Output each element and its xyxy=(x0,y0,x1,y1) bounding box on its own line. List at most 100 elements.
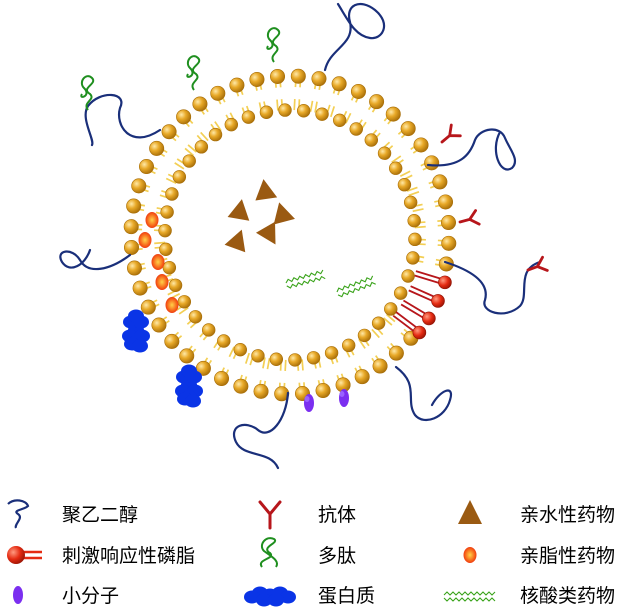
protein xyxy=(122,309,150,353)
legend-label-protein: 蛋白质 xyxy=(318,585,375,607)
inner-head xyxy=(306,351,321,365)
outer-head xyxy=(369,94,385,110)
inner-head xyxy=(202,323,216,337)
responsive-phospholipid xyxy=(392,311,427,340)
inner-head xyxy=(324,346,339,360)
inner-head xyxy=(397,178,412,192)
inner-head xyxy=(349,122,363,136)
inner-head xyxy=(371,316,386,330)
inner-head xyxy=(233,342,247,357)
hydrophilic-drug xyxy=(224,229,246,253)
inner-head xyxy=(224,117,239,132)
inner-head xyxy=(158,223,172,238)
inner-head xyxy=(194,140,209,154)
inner-head xyxy=(160,205,174,219)
outer-head xyxy=(438,194,454,210)
peg-chain xyxy=(426,128,517,171)
legend-label-small: 小分子 xyxy=(62,585,119,607)
legend-label-nucleic: 核酸类药物 xyxy=(520,585,615,607)
inner-head xyxy=(364,133,378,147)
outer-head xyxy=(140,299,156,315)
responsive-phospholipid xyxy=(414,270,452,290)
outer-head xyxy=(149,140,165,156)
hydrophilic-drug xyxy=(227,199,250,221)
nucleic-acid-drug xyxy=(285,269,326,289)
responsive-phospholipid xyxy=(408,285,445,308)
triangle-icon xyxy=(458,500,482,524)
inner-head xyxy=(278,103,292,117)
inner-head xyxy=(357,328,372,343)
inner-head xyxy=(407,213,421,228)
inner-head xyxy=(159,242,173,257)
oval-drug-icon xyxy=(463,547,477,563)
peg-chain xyxy=(323,2,386,72)
outer-head xyxy=(151,317,167,333)
inner-head xyxy=(406,251,420,265)
outer-head xyxy=(161,124,177,140)
outer-head xyxy=(210,85,226,101)
legend-label-responsive: 刺激响应性磷脂 xyxy=(62,545,195,567)
small-molecule xyxy=(304,394,314,412)
lipophilic-drug xyxy=(138,232,152,248)
lipophilic-drug xyxy=(145,212,159,228)
outer-head xyxy=(138,159,154,175)
protein xyxy=(175,364,203,408)
outer-head xyxy=(350,83,366,99)
inner-head xyxy=(333,113,347,128)
outer-head xyxy=(372,358,388,374)
inner-head xyxy=(208,127,223,142)
outer-head xyxy=(123,239,139,255)
inner-head xyxy=(269,352,284,366)
antibody xyxy=(458,209,481,226)
outer-head xyxy=(432,174,448,190)
peg-chain xyxy=(233,391,290,470)
outer-head xyxy=(164,333,180,349)
antibody xyxy=(440,123,462,144)
outer-head xyxy=(126,260,142,276)
lipid-bilayer xyxy=(123,68,457,402)
outer-head xyxy=(400,121,416,137)
antibody-icon xyxy=(258,500,282,530)
inner-head xyxy=(384,302,398,316)
peptide xyxy=(80,75,95,111)
inner-head xyxy=(168,278,183,292)
outer-head xyxy=(131,178,147,194)
inner-head xyxy=(388,161,403,175)
nucleic-acid-drug xyxy=(336,275,376,298)
outer-head xyxy=(424,155,440,171)
hydrophilic-drug xyxy=(255,221,276,245)
peg-chain-icon xyxy=(7,499,30,529)
outer-head xyxy=(311,71,327,87)
outer-head xyxy=(385,106,401,122)
legend: 聚乙二醇抗体亲水性药物刺激响应性磷脂多肽亲脂性药物小分子蛋白质核酸类药物 xyxy=(7,499,615,607)
outer-head xyxy=(354,369,370,385)
peptide xyxy=(266,27,281,63)
inner-head xyxy=(341,338,356,353)
peptide-coil-icon xyxy=(259,537,278,568)
inner-head xyxy=(182,154,196,168)
outer-head xyxy=(132,280,148,296)
inner-head xyxy=(401,269,415,283)
outer-head xyxy=(315,383,331,399)
outer-head xyxy=(413,137,429,153)
cargo-layer xyxy=(138,179,376,313)
inner-head xyxy=(177,295,192,309)
inner-head xyxy=(188,310,203,324)
inner-head xyxy=(288,353,302,367)
legend-label-peg: 聚乙二醇 xyxy=(62,504,138,526)
outer-head xyxy=(214,371,230,387)
outer-head xyxy=(192,96,208,112)
small-molecule xyxy=(339,389,349,407)
outer-head xyxy=(270,68,286,84)
antibody xyxy=(526,255,549,272)
lipophilic-drug xyxy=(151,254,165,270)
peg-chain xyxy=(59,248,132,271)
zigzag-icon xyxy=(443,591,496,602)
inner-head xyxy=(403,195,418,210)
outer-head xyxy=(176,109,192,125)
inner-head xyxy=(172,170,187,184)
phospholipid-icon xyxy=(7,546,42,564)
outer-head xyxy=(126,198,142,214)
inner-head xyxy=(241,110,256,124)
